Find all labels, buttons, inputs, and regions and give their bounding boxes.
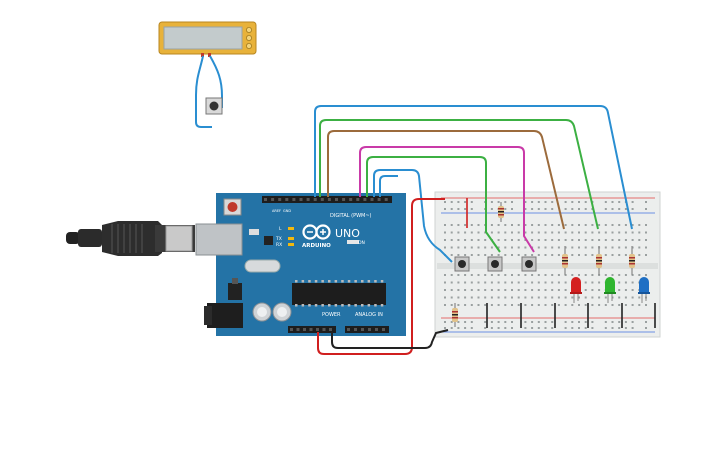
lcd-display[interactable] xyxy=(158,21,257,57)
chip-pins xyxy=(295,280,384,307)
resistor-2[interactable] xyxy=(452,303,458,327)
analog-label: ANALOG IN xyxy=(355,312,383,318)
ground-jumpers[interactable] xyxy=(486,303,656,328)
digital-label: DIGITAL (PWM~) xyxy=(330,213,372,219)
led-blue[interactable] xyxy=(638,277,650,303)
aref-label: AREF xyxy=(272,209,281,213)
wire-green-1[interactable] xyxy=(319,119,599,230)
analog-header[interactable] xyxy=(345,326,389,333)
wire-blue-3[interactable] xyxy=(379,175,398,197)
gnd-label: GND xyxy=(283,209,291,213)
l-label: L xyxy=(279,226,282,232)
arduino-brand-label: ARDUINO xyxy=(302,243,331,249)
arduino-logo-icon xyxy=(302,224,331,240)
wire-green-2[interactable] xyxy=(366,156,501,253)
resistor-5[interactable] xyxy=(629,246,635,275)
breadboard-holes[interactable] xyxy=(444,201,647,329)
pushbutton-2[interactable] xyxy=(487,256,503,272)
resistor-3[interactable] xyxy=(562,246,568,275)
wire-black-gnd[interactable] xyxy=(331,329,449,349)
wire-blue[interactable] xyxy=(314,105,633,230)
wire-brown[interactable] xyxy=(327,130,565,230)
wire-magenta[interactable] xyxy=(359,146,535,253)
resistor-1[interactable] xyxy=(498,202,504,222)
pushbutton-3[interactable] xyxy=(521,256,537,272)
pushbutton-1[interactable] xyxy=(454,256,470,272)
digital-header[interactable] xyxy=(262,196,392,203)
led-red[interactable] xyxy=(570,277,582,303)
resistor-4[interactable] xyxy=(596,246,602,275)
pushbutton-small[interactable] xyxy=(205,97,223,115)
wire-red-5v[interactable] xyxy=(317,198,445,355)
uno-label: UNO xyxy=(335,227,360,240)
tx-label: TX xyxy=(275,236,282,242)
rx-label: RX xyxy=(276,242,282,248)
arduino-uno-board[interactable]: L TX RX UNO ARDUINO ON DIGITAL (PWM~) AR… xyxy=(195,193,406,336)
lcd-wire-2 xyxy=(209,55,223,108)
usb-cable xyxy=(66,221,195,256)
power-label: POWER xyxy=(322,312,341,318)
on-label: ON xyxy=(358,240,365,246)
led-green[interactable] xyxy=(604,277,616,303)
lcd-wire-1 xyxy=(195,55,212,128)
wire-blue-2[interactable] xyxy=(373,169,453,263)
